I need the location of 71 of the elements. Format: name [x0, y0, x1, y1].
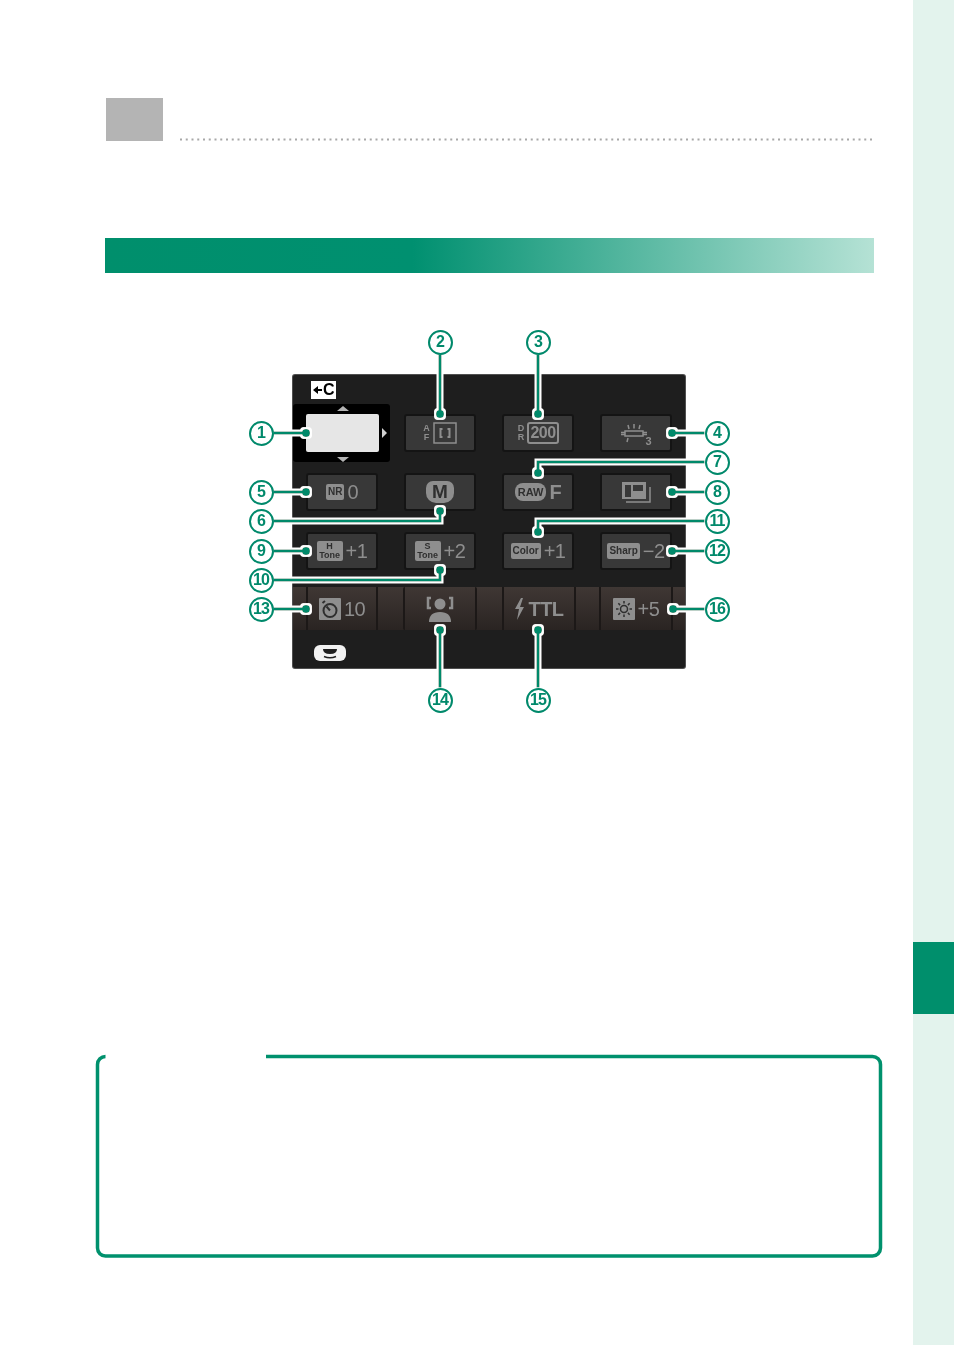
- callout-number: 16: [704, 596, 730, 622]
- menu-tile: [404, 414, 476, 452]
- leader-line: [534, 460, 705, 477]
- callout-number: 7: [704, 449, 730, 475]
- callout-number: 14: [427, 687, 453, 713]
- section-heading-bar: [105, 238, 874, 273]
- menu-tile: [404, 532, 476, 570]
- menu-tile: [306, 587, 378, 630]
- menu-tile: [306, 532, 378, 570]
- menu-tile: [600, 532, 672, 570]
- leader-line: [534, 354, 542, 418]
- setting-badge: S Tone: [414, 541, 441, 561]
- leader-line: [273, 547, 310, 555]
- callout-number: 9: [248, 538, 274, 564]
- callout-number: 5: [248, 479, 274, 505]
- highlight-box: [306, 414, 379, 452]
- leader-line: [273, 507, 444, 523]
- menu-tile: [600, 473, 672, 511]
- leader-line: [668, 547, 705, 555]
- setting-label: A F: [423, 424, 430, 442]
- menu-tile: [403, 587, 477, 630]
- menu-tile: [502, 532, 574, 570]
- leader-line: [534, 626, 542, 688]
- setting-value: +1: [543, 539, 566, 563]
- callout-number: 10: [248, 567, 274, 593]
- leader-line: [273, 566, 444, 582]
- setting-value: 200: [527, 422, 559, 444]
- mode-letter: C: [323, 381, 335, 399]
- callout-number: 6: [248, 508, 274, 534]
- setting-value: +1: [345, 539, 368, 563]
- callout-number: 13: [248, 596, 274, 622]
- leader-line: [534, 519, 705, 536]
- callout-number: 1: [248, 420, 274, 446]
- setting-value: 3: [645, 435, 652, 447]
- setting-badge: NR: [325, 484, 345, 500]
- setting-badge: Color: [510, 543, 541, 559]
- menu-tile: [502, 414, 574, 452]
- setting-value: +5: [637, 596, 660, 621]
- callout-number: 12: [704, 538, 730, 564]
- setting-value: −2: [642, 539, 665, 563]
- leader-line: [668, 429, 705, 437]
- menu-tile: [600, 414, 672, 452]
- camera-screen: [293, 375, 685, 668]
- callout-number: 2: [427, 329, 453, 355]
- setting-label: D R: [517, 424, 525, 442]
- menu-tile: [404, 473, 476, 511]
- setting-badge: Sharp: [607, 543, 640, 559]
- setting-badge: H Tone: [316, 541, 343, 561]
- leader-line: [436, 626, 444, 688]
- callout-number: 15: [525, 687, 551, 713]
- callout-number: 8: [704, 479, 730, 505]
- menu-tile: [502, 587, 576, 630]
- leader-line: [436, 354, 444, 418]
- leader-line: [273, 429, 310, 437]
- leader-line: [273, 488, 310, 496]
- setting-value: TTL: [528, 596, 564, 621]
- setting-value: +2: [443, 539, 466, 563]
- setting-badge: RAW: [514, 483, 547, 501]
- menu-tile: [306, 473, 378, 511]
- leader-line: [669, 605, 705, 613]
- menu-tile: [599, 587, 673, 630]
- leader-line: [668, 488, 705, 496]
- callout-number: 11: [704, 508, 730, 534]
- callout-number: 4: [704, 420, 730, 446]
- leader-line: [273, 605, 310, 613]
- menu-tile: [502, 473, 574, 511]
- setting-badge: M: [426, 481, 454, 503]
- setting-value: 0: [347, 480, 359, 504]
- setting-value: 10: [343, 596, 366, 621]
- setting-value: F: [549, 480, 562, 504]
- callout-number: 3: [525, 329, 551, 355]
